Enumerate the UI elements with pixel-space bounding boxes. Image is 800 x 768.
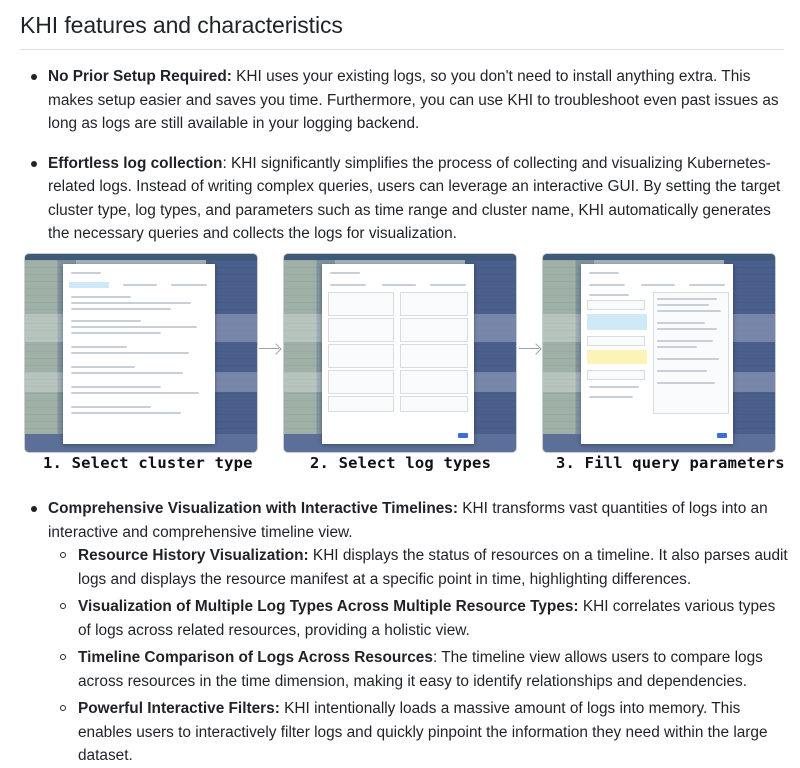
feature-text: KHI uses your existing logs, so you don'… [48, 68, 779, 132]
feature-text: : The timeline view allows users to comp… [78, 649, 763, 690]
feature-title: Comprehensive Visualization with Interac… [48, 500, 458, 517]
step-caption: 3. Fill query parameters [556, 454, 785, 472]
feature-text: KHI displays the status of resources on … [78, 547, 788, 588]
list-item: Effortless log collection: KHI significa… [28, 152, 788, 246]
list-item: No Prior Setup Required: KHI uses your e… [28, 65, 788, 136]
arrow-right-icon [259, 344, 281, 354]
dialog-mock [581, 264, 733, 444]
feature-title: Visualization of Multiple Log Types Acro… [78, 598, 579, 615]
readme-section: KHI features and characteristics No Prio… [0, 0, 800, 741]
feature-title: Effortless log collection [48, 154, 223, 172]
feature-text: KHI transforms vast quantities of logs i… [48, 500, 768, 541]
list-item: Visualization of Multiple Log Types Acro… [58, 595, 788, 642]
list-item: Comprehensive Visualization with Interac… [28, 497, 788, 544]
feature-title: Timeline Comparison of Logs Across Resou… [78, 649, 433, 666]
feature-sublist: Resource History Visualization: KHI disp… [58, 544, 788, 768]
feature-list-visualization: Comprehensive Visualization with Interac… [28, 497, 788, 544]
feature-title: Powerful Interactive Filters: [78, 700, 280, 717]
feature-text: KHI correlates various types of logs acr… [78, 598, 776, 639]
feature-text: : KHI significantly simplifies the proce… [48, 154, 781, 243]
screenshot-fill-query-parameters [543, 254, 775, 452]
list-item: Timeline Comparison of Logs Across Resou… [58, 646, 788, 693]
feature-list-top: No Prior Setup Required: KHI uses your e… [28, 65, 788, 246]
feature-title: Resource History Visualization: [78, 547, 309, 564]
list-item: Powerful Interactive Filters: KHI intent… [58, 697, 788, 768]
feature-title: No Prior Setup Required: [48, 68, 232, 85]
list-item: Resource History Visualization: KHI disp… [58, 544, 788, 591]
dialog-mock [63, 264, 215, 444]
arrow-right-icon [519, 344, 541, 354]
heading-divider [20, 49, 784, 50]
dialog-mock [322, 264, 474, 444]
screenshot-select-log-types [284, 254, 516, 452]
section-heading: KHI features and characteristics [20, 12, 343, 38]
step-caption: 2. Select log types [310, 454, 492, 472]
screenshot-select-cluster-type [25, 254, 257, 452]
step-caption: 1. Select cluster type [43, 454, 253, 472]
